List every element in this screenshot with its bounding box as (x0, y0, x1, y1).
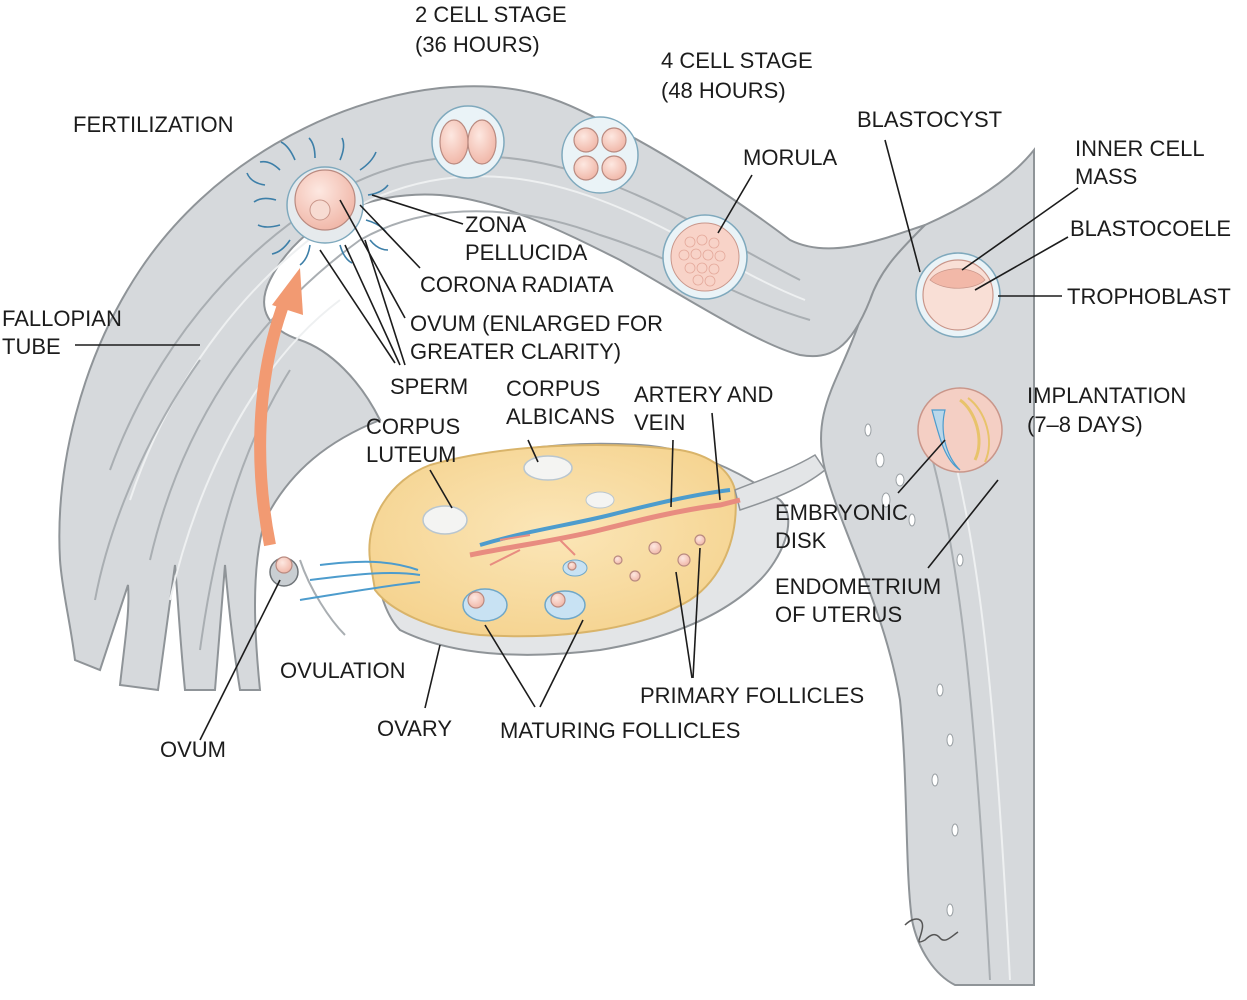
label-corpus-luteum-1: CORPUS (366, 414, 460, 439)
label-ovulation: OVULATION (280, 658, 406, 683)
label-trophoblast: TROPHOBLAST (1067, 284, 1231, 309)
label-implantation-2: (7–8 DAYS) (1027, 412, 1143, 437)
implanted-embryo (917, 387, 1003, 473)
artery (469, 497, 741, 558)
label-ovum-enlarged-1: OVUM (ENLARGED FOR (410, 311, 663, 336)
primary-follicles (613, 534, 706, 582)
label-inner-cell-mass-1: INNER CELL (1075, 136, 1205, 161)
artist-signature (904, 918, 959, 943)
label-fallopian-1: FALLOPIAN (2, 306, 122, 331)
label-endometrium-2: OF UTERUS (775, 602, 902, 627)
label-blastocyst: BLASTOCYST (857, 107, 1002, 132)
labels: 2 CELL STAGE (36 HOURS) 4 CELL STAGE (48… (2, 2, 1231, 762)
ovary (299, 442, 827, 656)
label-maturing-follicles: MATURING FOLLICLES (500, 718, 740, 743)
label-4-cell-stage: 4 CELL STAGE (661, 48, 813, 73)
uterine-glands (864, 423, 964, 917)
label-ovum-enlarged-2: GREATER CLARITY) (410, 339, 621, 364)
leader-lines (75, 139, 1079, 741)
label-corpus-albicans-1: CORPUS (506, 376, 600, 401)
label-blastocoele: BLASTOCOELE (1070, 216, 1231, 241)
label-endometrium-1: ENDOMETRIUM (775, 574, 941, 599)
label-zona-1: ZONA (465, 212, 526, 237)
label-2-cell-stage: 2 CELL STAGE (415, 2, 567, 27)
label-artery-2: VEIN (634, 410, 685, 435)
vein (479, 488, 731, 547)
label-implantation-1: IMPLANTATION (1027, 383, 1186, 408)
ovulated-ovum (269, 556, 299, 587)
label-sperm: SPERM (390, 374, 468, 399)
label-fallopian-2: TUBE (2, 334, 61, 359)
morula (662, 214, 748, 300)
fertilized-ovum (246, 137, 389, 266)
sperm-cluster (246, 137, 389, 266)
ovulation-site (299, 560, 421, 601)
four-cell-embryo (561, 116, 639, 194)
label-corona-radiata: CORONA RADIATA (420, 272, 614, 297)
label-embryonic-1: EMBRYONIC (775, 500, 908, 525)
corpus-luteum (422, 505, 468, 535)
migration-arrow (254, 268, 303, 547)
label-inner-cell-mass-2: MASS (1075, 164, 1137, 189)
label-primary-follicles: PRIMARY FOLLICLES (640, 683, 864, 708)
blastocyst (915, 252, 1001, 338)
label-morula: MORULA (743, 145, 837, 170)
label-artery-1: ARTERY AND (634, 382, 773, 407)
label-2-cell-hours: (36 HOURS) (415, 32, 540, 57)
label-zona-2: PELLUCIDA (465, 240, 588, 265)
label-corpus-albicans-2: ALBICANS (506, 404, 615, 429)
label-ovary: OVARY (377, 716, 452, 741)
two-cell-embryo (431, 105, 505, 179)
maturing-follicles (462, 559, 588, 622)
label-fertilization: FERTILIZATION (73, 112, 234, 137)
label-4-cell-hours: (48 HOURS) (661, 78, 786, 103)
corpus-albicans (523, 455, 573, 481)
label-corpus-luteum-2: LUTEUM (366, 442, 456, 467)
label-embryonic-2: DISK (775, 528, 827, 553)
label-ovum: OVUM (160, 737, 226, 762)
